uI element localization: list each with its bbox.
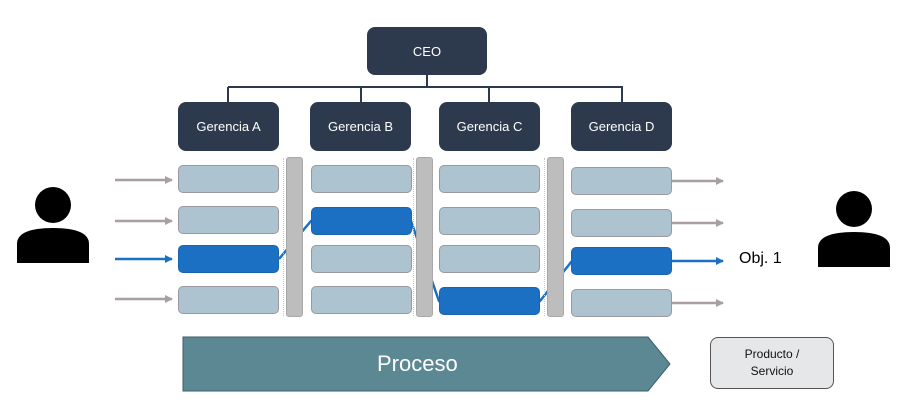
process-label: Proceso: [377, 351, 458, 376]
department-label: Gerencia C: [456, 119, 523, 134]
department-node-d: Gerencia D: [571, 102, 672, 151]
activity-cell-a4: [178, 286, 279, 314]
activity-cell-a2: [178, 206, 279, 234]
ceo-node: CEO: [367, 27, 487, 75]
activity-cell-c1: [439, 165, 540, 193]
department-node-a: Gerencia A: [178, 102, 279, 151]
activity-cell-d4: [571, 289, 672, 317]
silo-separator: [544, 157, 564, 317]
process-arrow: [182, 336, 671, 392]
output-arrows: [672, 177, 724, 307]
activity-cell-b1: [311, 165, 412, 193]
department-node-b: Gerencia B: [310, 102, 411, 151]
activity-cell-c2: [439, 207, 540, 235]
person-icon: [818, 191, 890, 267]
output-label-line1: Producto /: [744, 347, 800, 361]
department-node-c: Gerencia C: [439, 102, 540, 151]
activity-cell-d2: [571, 209, 672, 237]
input-arrows: [115, 176, 173, 303]
person-icon: [17, 187, 89, 263]
department-label: Gerencia B: [327, 119, 394, 134]
activity-cell-b3: [311, 245, 412, 273]
activity-cell-d3-active: [571, 247, 672, 275]
activity-cell-c3: [439, 245, 540, 273]
activity-cell-a1: [178, 165, 279, 193]
org-connectors: [227, 75, 623, 102]
output-label-line2: Servicio: [750, 364, 794, 378]
activity-cell-d1: [571, 167, 672, 195]
department-label: Gerencia A: [196, 119, 261, 134]
ceo-label: CEO: [412, 43, 442, 59]
activity-cell-a3-active: [178, 245, 279, 273]
silo-separator: [283, 157, 303, 317]
activity-cell-b2-active: [311, 207, 412, 235]
activity-cell-c4-active: [439, 287, 540, 315]
department-label: Gerencia D: [588, 119, 655, 134]
output-product-box: Producto / Servicio: [710, 337, 834, 389]
activity-cell-b4: [311, 286, 412, 314]
objective-label: Obj. 1: [739, 250, 782, 267]
silo-separator: [413, 157, 433, 317]
